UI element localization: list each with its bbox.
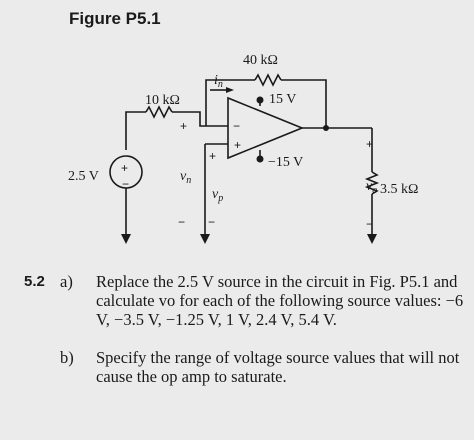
resistor-40k	[254, 73, 282, 87]
label-neg-supply: −15 V	[268, 155, 303, 170]
feedback-right-wire	[281, 79, 327, 130]
part-a-text: Replace the 2.5 V source in the circuit …	[96, 272, 464, 329]
label-vp: vp	[212, 187, 223, 204]
feedback-left-wire	[205, 79, 255, 126]
opamp-plus: +	[234, 138, 241, 152]
vo-plus: +	[366, 137, 373, 151]
part-b-text: Specify the range of voltage source valu…	[96, 348, 460, 386]
part-b-label: b)	[60, 348, 74, 367]
label-vn: vn	[180, 169, 191, 186]
label-vo: vo	[366, 179, 377, 196]
vp-plus: +	[209, 149, 216, 163]
label-current: in	[214, 73, 223, 90]
source-plus: +	[121, 161, 128, 175]
vn-plus: +	[180, 119, 187, 133]
resistor-3.5k	[364, 171, 380, 195]
ground-arrow-vp	[200, 234, 210, 244]
label-10k: 10 kΩ	[145, 93, 180, 108]
figure-title: Figure P5.1	[69, 9, 161, 28]
source-minus: −	[122, 177, 129, 191]
op-amp-circuit-diagram: 40 kΩ 10 kΩ 2.5 V 15 V −15 V 3.5 kΩ in v…	[68, 53, 418, 244]
label-source: 2.5 V	[68, 169, 99, 184]
op-amp-triangle	[227, 96, 305, 160]
opamp-minus: −	[233, 119, 240, 133]
resistor-10k	[145, 105, 173, 119]
source-top-wire	[125, 111, 146, 150]
output-node	[323, 125, 329, 131]
vn-minus: −	[178, 215, 185, 229]
neg-supply-terminal	[256, 155, 264, 163]
label-3.5k: 3.5 kΩ	[380, 182, 418, 197]
vo-minus: −	[366, 217, 373, 231]
inverting-input-wire	[172, 111, 228, 127]
part-a-label: a)	[60, 272, 73, 291]
label-40k: 40 kΩ	[243, 53, 278, 68]
vp-minus: −	[208, 215, 215, 229]
current-arrow-head	[226, 87, 234, 93]
ground-arrow-load	[367, 234, 377, 244]
label-pos-supply: 15 V	[269, 92, 296, 107]
problem-number: 5.2	[24, 273, 45, 290]
pos-supply-terminal	[256, 96, 264, 104]
ground-arrow-source	[121, 234, 131, 244]
